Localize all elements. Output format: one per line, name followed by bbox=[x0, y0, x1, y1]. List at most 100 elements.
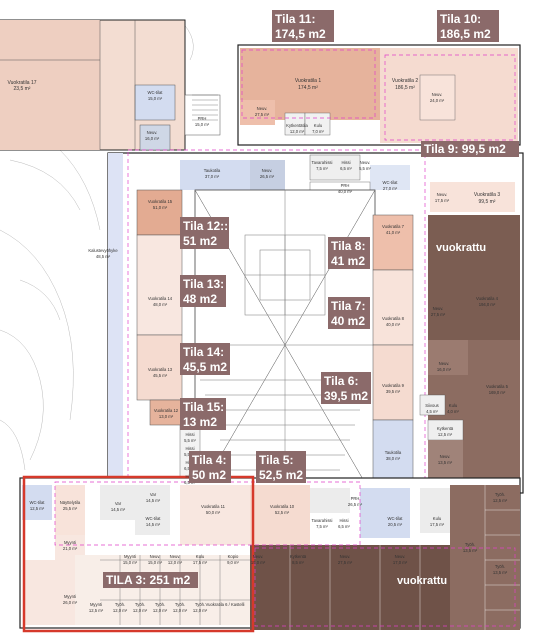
room-name: Neuv. bbox=[360, 160, 371, 165]
room-name: Vuokratila 12 bbox=[154, 408, 179, 413]
leased-block-right bbox=[419, 215, 520, 485]
tag-title: Tila 4: bbox=[192, 453, 226, 467]
room-area: 4,0 m² bbox=[447, 409, 459, 414]
tag-area: 13 m2 bbox=[183, 415, 217, 429]
tag-title: Tila 8: bbox=[331, 239, 365, 253]
tag-tila13: Tila 13: 48 m2 bbox=[180, 275, 226, 307]
room-name: Vuokratila 11 bbox=[201, 504, 226, 509]
room-area: 12,5 m² bbox=[30, 506, 45, 511]
room-name: Myynti bbox=[64, 594, 76, 599]
tag-area: 41 m2 bbox=[331, 254, 365, 268]
tag-area: 50 m2 bbox=[192, 468, 226, 482]
left-column bbox=[136, 189, 201, 486]
tag-title: Tila 6: bbox=[324, 374, 358, 388]
room-name: Siivous bbox=[425, 403, 439, 408]
room-name: Neuv. bbox=[262, 168, 273, 173]
room-area: 26,5 m² bbox=[348, 502, 363, 507]
room-name: Kytkentä bbox=[437, 426, 454, 431]
room-name: Kytkentätila bbox=[286, 123, 308, 128]
right-column bbox=[372, 214, 414, 481]
tag-area: 52,5 m2 bbox=[259, 468, 303, 482]
room-name: Neuv. bbox=[437, 192, 448, 197]
room-name: Kalustevyöhyke bbox=[88, 248, 118, 253]
room-area: 52,5 m² bbox=[275, 510, 290, 515]
room-name: WC-tilat bbox=[148, 90, 164, 95]
tag-area: 174,5 m2 bbox=[275, 27, 326, 41]
room-area: 5,5 m² bbox=[359, 166, 371, 171]
room-name: Työh. bbox=[155, 602, 165, 607]
room-area: 7,0 m² bbox=[312, 129, 324, 134]
tag-tila10: Tila 10: 186,5 m2 bbox=[437, 10, 499, 42]
room-name: Var bbox=[150, 492, 157, 497]
tag-tila9: Tila 9: 99,5 m2 bbox=[421, 141, 519, 157]
room-area: 14,5 m² bbox=[146, 522, 161, 527]
tila-tags: Tila 11: 174,5 m2 Tila 10: 186,5 m2 Tila… bbox=[103, 10, 519, 588]
room-area: 4,5 m² bbox=[426, 409, 438, 414]
room-area: 17,5 m² bbox=[193, 560, 208, 565]
room-name: Kopio bbox=[228, 554, 239, 559]
room-area: 38,0 m² bbox=[386, 456, 401, 461]
room-name: Neuv. bbox=[395, 554, 406, 559]
room-area: 40,0 m² bbox=[386, 322, 401, 327]
room-area: 48,5 m² bbox=[96, 254, 111, 259]
room-area: 45,5 m² bbox=[153, 373, 168, 378]
room-name: Kulu bbox=[314, 123, 323, 128]
tag-tila4: Tila 4: 50 m2 bbox=[189, 451, 231, 483]
room-area: 40,0 m² bbox=[338, 189, 353, 194]
room-name: PRH bbox=[351, 496, 360, 501]
tila3-highlight bbox=[22, 475, 255, 633]
room-area: 15,0 m² bbox=[195, 122, 210, 127]
room-name: Kulu bbox=[196, 554, 205, 559]
room-name: Työh. bbox=[195, 602, 205, 607]
leased-label: vuokrattu bbox=[436, 242, 486, 254]
room-area: 14,5 m² bbox=[111, 507, 126, 512]
room-name: Neuv. bbox=[257, 106, 268, 111]
room-area: 27,5 m² bbox=[338, 560, 353, 565]
tag-area: 51 m2 bbox=[183, 234, 217, 248]
tag-area: 186,5 m2 bbox=[440, 27, 491, 41]
room-name: Vuokratila 10 bbox=[270, 504, 295, 509]
room-name: Työh. bbox=[465, 542, 475, 547]
room-name: Vuokratila 6 / Kastelli bbox=[206, 602, 245, 607]
room-name: PRH bbox=[198, 116, 207, 121]
room-area: 9,0 m² bbox=[227, 560, 239, 565]
room-name: Vuokratila 7 bbox=[382, 224, 405, 229]
room-name: Vuokratila 4 bbox=[476, 296, 499, 301]
tag-tila5: Tila 5: 52,5 m2 bbox=[256, 451, 306, 483]
room-area: 12,5 m² bbox=[89, 608, 104, 613]
tag-area: 48 m2 bbox=[183, 292, 217, 306]
room-area: 12,0 m² bbox=[168, 560, 183, 565]
site-sketch bbox=[0, 19, 194, 471]
room-name: Vuokratila 8 bbox=[382, 316, 405, 321]
room-name: Hissi bbox=[185, 446, 194, 451]
room-area: 24,0 m² bbox=[430, 98, 445, 103]
room-name: Neuv. bbox=[170, 554, 181, 559]
room-area: 17,5 m² bbox=[430, 522, 445, 527]
room-area: 186,5 m² bbox=[395, 85, 415, 91]
tag-title: Tila 14: bbox=[183, 345, 224, 359]
room-area: 37,0 m² bbox=[205, 174, 220, 179]
tag-tila6: Tila 6: 39,5 m2 bbox=[321, 372, 371, 404]
room-name: WC-tilat bbox=[383, 180, 399, 185]
room-area: 17,5 m² bbox=[435, 198, 450, 203]
tag-tila11: Tila 11: 174,5 m2 bbox=[272, 10, 334, 42]
room-area: 27,5 m² bbox=[255, 112, 270, 117]
tag-tila3: TILA 3: 251 m2 bbox=[103, 572, 198, 588]
room-area: 12,0 m² bbox=[290, 129, 305, 134]
tag-title: Tila 5: bbox=[259, 453, 293, 467]
svg-text:Vuokratila 17: Vuokratila 17 bbox=[8, 80, 37, 86]
room-name: WC-tilat bbox=[30, 500, 46, 505]
room-area: 17,0 m² bbox=[393, 560, 408, 565]
bottom-wing bbox=[19, 477, 521, 630]
room-area: 25,5 m² bbox=[63, 506, 78, 511]
room-area: 51,0 m² bbox=[153, 205, 168, 210]
room-name: Vuokratila 2 bbox=[392, 78, 418, 84]
tag-area: 39,5 m2 bbox=[324, 389, 368, 403]
tag-title: Tila 13: bbox=[183, 277, 224, 291]
room-name: Vuokratila 13 bbox=[148, 367, 173, 372]
room-name: Kytkentä bbox=[290, 554, 307, 559]
leased-label: vuokrattu bbox=[397, 575, 447, 587]
tag-tila15: Tila 15: 13 m2 bbox=[180, 398, 226, 430]
room-area: 174,5 m² bbox=[298, 85, 318, 91]
room-area: 12,5 m² bbox=[493, 498, 508, 503]
